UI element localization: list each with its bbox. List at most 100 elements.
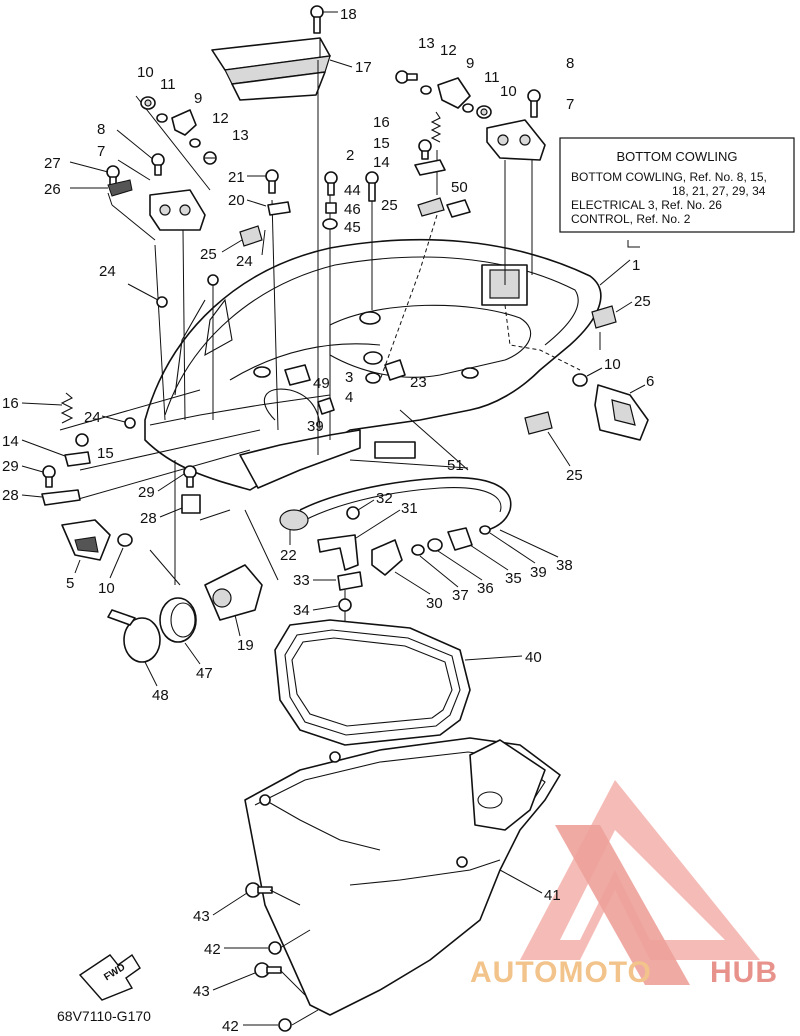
part-44-bolt — [324, 171, 338, 196]
callout-35: 35 — [505, 570, 522, 587]
callout-43: 43 — [193, 908, 210, 925]
callout-37: 37 — [452, 587, 469, 604]
part-23-fitting — [384, 359, 406, 381]
part-29-screw-b — [183, 465, 197, 488]
part-25-clip-d — [524, 411, 553, 435]
callout-5: 5 — [66, 575, 74, 592]
callout-42: 42 — [204, 941, 221, 958]
part-51-plate — [374, 441, 416, 459]
part-3-grommet — [363, 351, 383, 365]
part-4-washer — [365, 372, 381, 384]
callout-32: 32 — [376, 490, 393, 507]
callout-7: 7 — [566, 96, 574, 113]
callout-17: 17 — [355, 59, 372, 76]
part-48-band — [107, 609, 161, 663]
callout-26: 26 — [44, 181, 61, 198]
part-8-bolt-a — [151, 153, 165, 176]
part-26-clip — [107, 179, 133, 197]
watermark-text-a: AUTOMOTO — [470, 956, 652, 989]
part-25-clip-b — [239, 225, 263, 247]
part-31-bracket — [317, 534, 359, 571]
callout-24: 24 — [84, 409, 101, 426]
part-24-rivet-c — [124, 417, 136, 429]
callout-44: 44 — [344, 182, 361, 199]
part-10-grommet-b — [476, 105, 492, 119]
callout-14: 14 — [2, 433, 19, 450]
callout-16: 16 — [2, 395, 19, 412]
callout-19: 19 — [237, 637, 254, 654]
callout-25: 25 — [634, 293, 651, 310]
callout-numbers: 18 17 13 12 9 8 11 10 7 16 15 14 2 44 46… — [2, 6, 654, 1035]
reference-legend-box: BOTTOM COWLING BOTTOM COWLING, Ref. No. … — [559, 137, 795, 248]
part-46-sleeve — [325, 202, 337, 214]
callout-43: 43 — [193, 983, 210, 1000]
part-43-bolt-a — [245, 882, 273, 898]
part-36-washer — [427, 538, 443, 552]
callout-41: 41 — [544, 887, 561, 904]
part-47-ring — [159, 597, 197, 643]
callout-45: 45 — [344, 219, 361, 236]
callout-10: 10 — [98, 580, 115, 597]
legend-line-4: CONTROL, Ref. No. 2 — [571, 212, 691, 226]
callout-8: 8 — [566, 55, 574, 72]
callout-11: 11 — [484, 69, 500, 86]
callout-28: 28 — [2, 487, 19, 504]
part-43-bolt-b — [254, 962, 282, 978]
part-17-seal-plate — [211, 37, 331, 101]
part-19-grommet — [204, 564, 263, 621]
part-13-screw-b — [395, 70, 418, 84]
callout-40: 40 — [525, 649, 542, 666]
part-10-grommet-c — [572, 373, 588, 387]
callout-24: 24 — [236, 253, 253, 270]
callout-8: 8 — [97, 121, 105, 138]
part-42-nut-b — [278, 1018, 292, 1032]
part-39-hose-clip-a — [317, 397, 335, 415]
part-20-clip — [267, 201, 291, 216]
callout-34: 34 — [293, 602, 310, 619]
callout-29: 29 — [138, 484, 155, 501]
part-7-bracket-a — [149, 189, 206, 231]
part-9-lever-a — [171, 109, 197, 136]
part-1-bottom-cowling — [144, 238, 602, 491]
callout-48: 48 — [152, 687, 169, 704]
part-11-washer-a — [156, 113, 168, 123]
callout-12: 12 — [440, 42, 457, 59]
callout-9: 9 — [194, 90, 202, 107]
part-24-rivet-b — [156, 296, 168, 308]
callout-18: 18 — [340, 6, 357, 23]
part-9-lever-b — [437, 77, 471, 109]
part-25-clip-c — [591, 305, 617, 329]
callout-1: 1 — [632, 257, 640, 274]
callout-21: 21 — [228, 169, 245, 186]
part-28-clip-b — [181, 494, 201, 514]
part-7-bracket-b — [486, 119, 546, 161]
callout-2: 2 — [346, 147, 354, 164]
part-13-screw-a — [203, 151, 217, 165]
callout-25: 25 — [566, 467, 583, 484]
part-41-lower-cowling — [244, 737, 561, 1016]
part-11-washer-d — [462, 103, 474, 113]
callout-10: 10 — [500, 83, 517, 100]
callout-23: 23 — [410, 374, 427, 391]
part-25-clip-a — [417, 197, 445, 217]
callout-31: 31 — [401, 500, 418, 517]
callout-15: 15 — [373, 135, 390, 152]
part-33-clip — [337, 571, 363, 591]
callout-51: 51 — [447, 457, 464, 474]
watermark-logo: AUTOMOTO HUB — [470, 780, 777, 989]
part-22-grommet — [279, 509, 309, 531]
part-10-grommet-d — [117, 533, 133, 547]
callout-25: 25 — [381, 197, 398, 214]
callout-13: 13 — [418, 35, 435, 52]
callout-20: 20 — [228, 192, 245, 209]
callout-28: 28 — [140, 510, 157, 527]
callout-22: 22 — [280, 547, 297, 564]
part-24-rivet-a — [207, 274, 219, 286]
part-2-screw — [365, 171, 379, 202]
callout-6: 6 — [646, 373, 654, 390]
part-40-seal — [274, 619, 471, 746]
diagram-code: 68V7110-G170 — [57, 1008, 151, 1024]
part-29-screw-a — [42, 465, 56, 488]
part-42-nut-a — [268, 941, 282, 955]
